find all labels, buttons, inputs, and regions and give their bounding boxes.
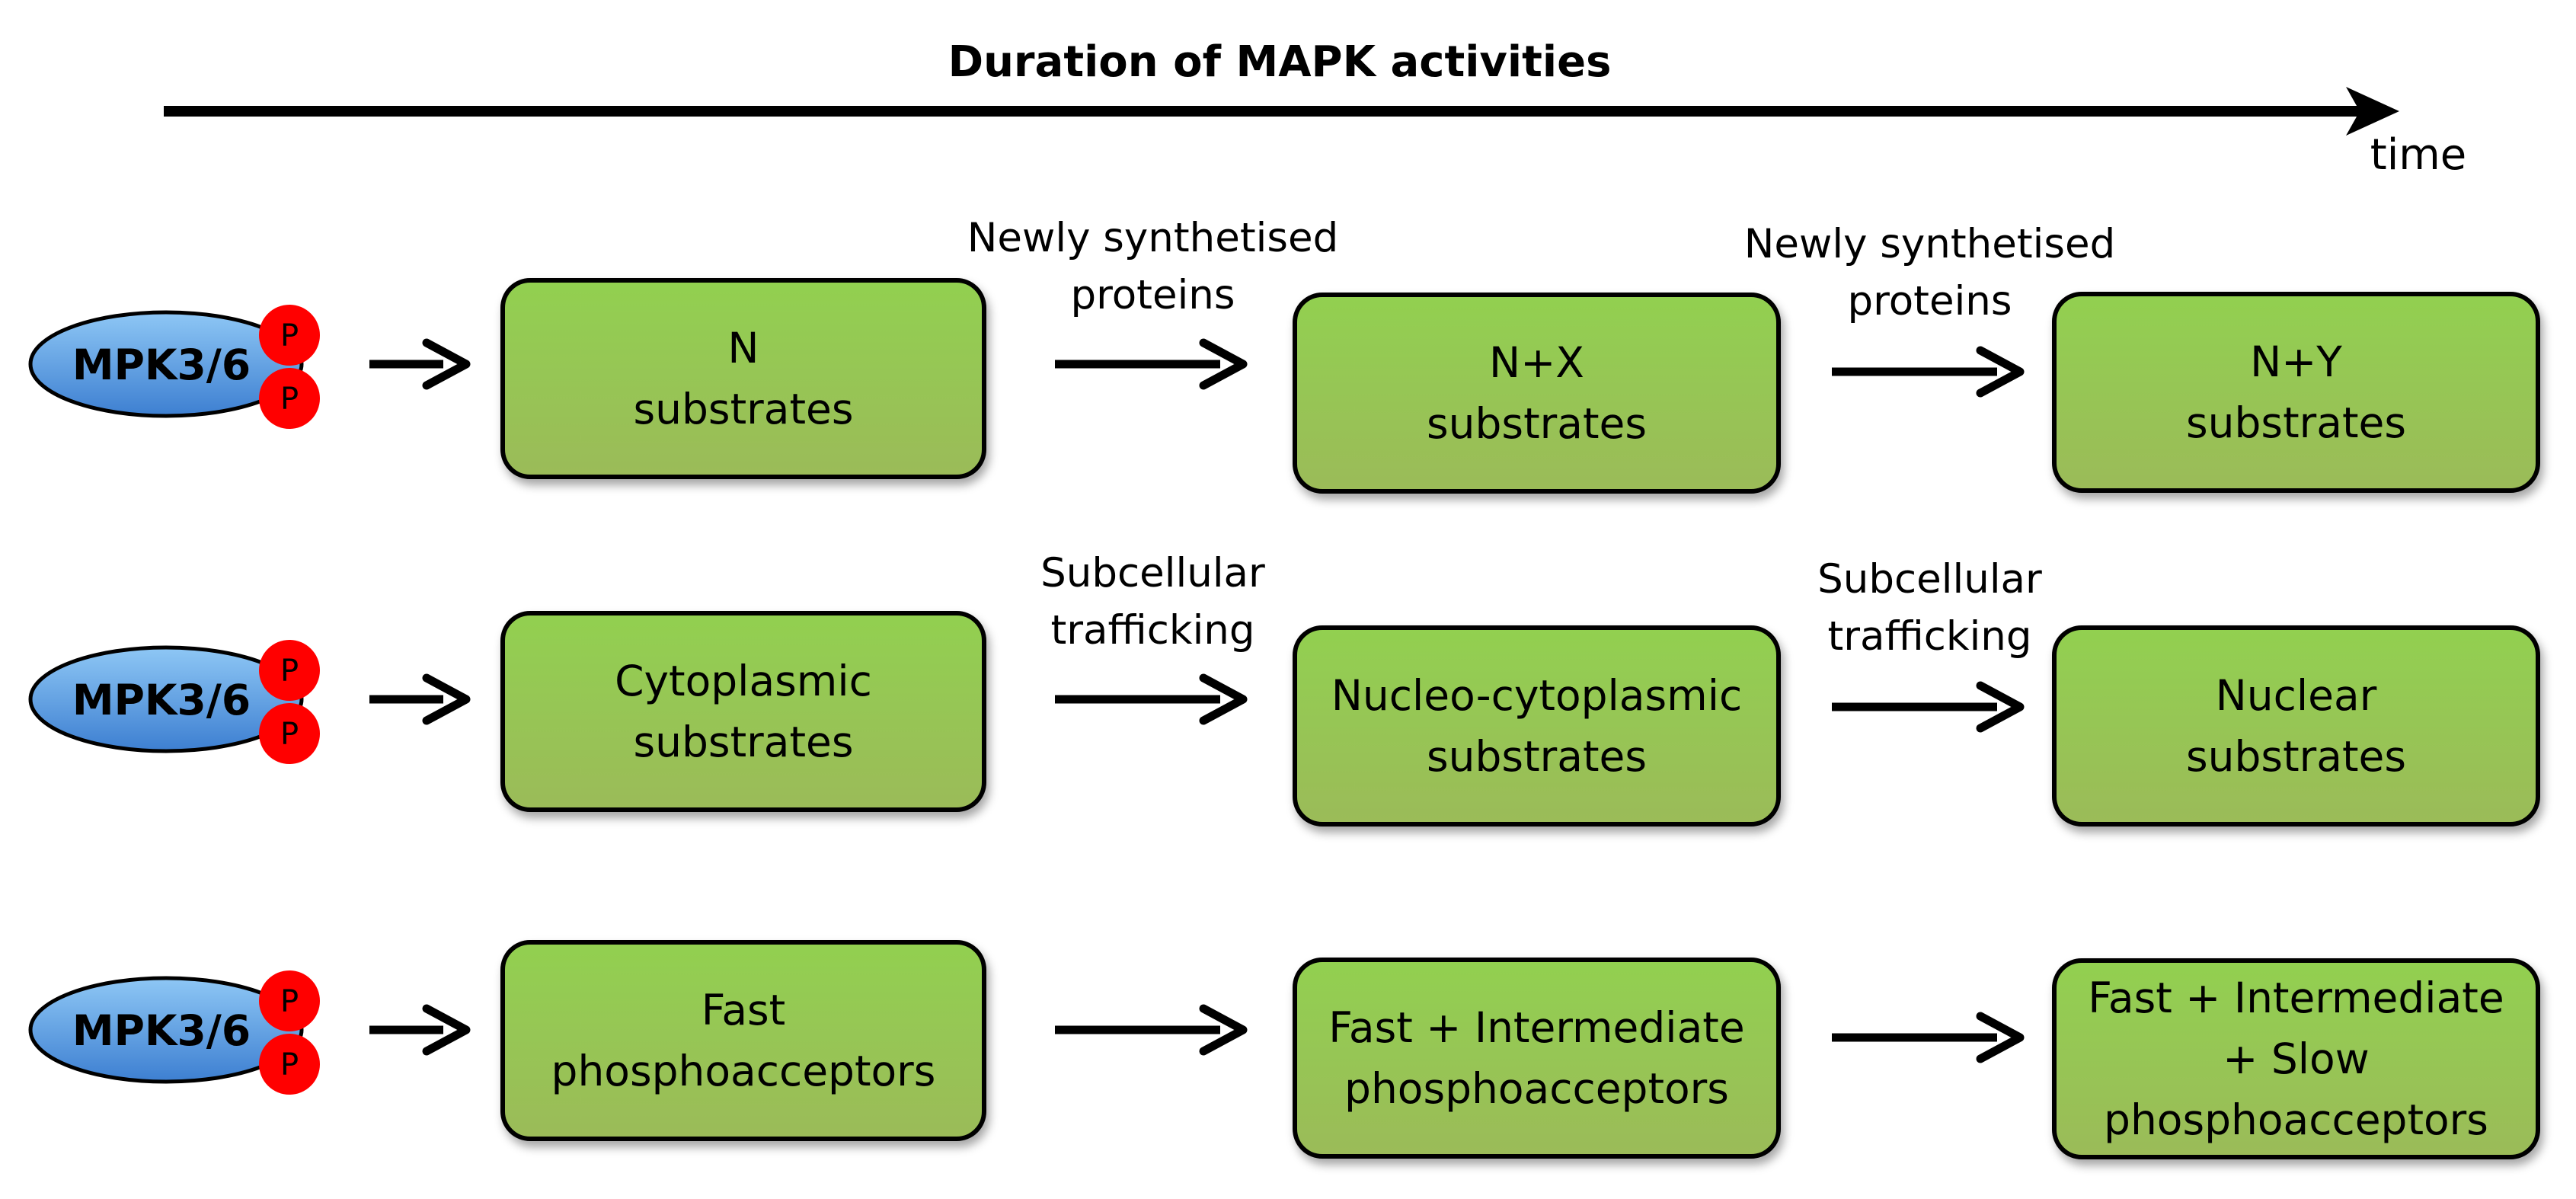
transition — [1055, 1004, 1248, 1056]
phosphate-label: P — [280, 382, 299, 417]
substrate-box-text: Fast + Intermediate — [2088, 974, 2504, 1022]
transition-label: proteins — [1847, 278, 2012, 325]
substrate-box-text: Cytoplasmic — [615, 657, 872, 705]
time-label: time — [2370, 130, 2467, 180]
substrate-box-text: N — [727, 324, 759, 372]
substrate-box-rect — [1293, 958, 1781, 1159]
substrate-box-text: substrates — [633, 385, 853, 433]
substrate-box: N+X substrates — [1293, 293, 1781, 494]
substrate-box-text: substrates — [2186, 398, 2406, 447]
kinase-mpk3-6: MPK3/6PP — [28, 970, 320, 1095]
substrate-box-rect — [500, 278, 986, 479]
kinase-ellipse — [28, 310, 304, 418]
kinase-to-box-arrow-head — [422, 1004, 471, 1056]
substrate-box-text: substrates — [1427, 732, 1647, 781]
transition-arrow-head — [1976, 681, 2025, 733]
substrate-box-text: Nuclear — [2216, 671, 2377, 720]
substrate-box-rect — [1293, 625, 1781, 827]
kinase-ellipse — [28, 976, 304, 1084]
transition: Subcellular trafficking — [1817, 556, 2042, 733]
diagram-title: Duration of MAPK activities — [948, 37, 1612, 87]
transition: Newly synthetised proteins — [1744, 221, 2115, 398]
time-axis: Duration of MAPK activities time — [164, 37, 2466, 180]
transition-label: Newly synthetised — [1744, 221, 2115, 267]
kinase-label: MPK3/6 — [72, 341, 251, 389]
substrate-box: N+Y substrates — [2052, 292, 2540, 493]
kinase-label: MPK3/6 — [72, 676, 251, 724]
substrate-box: Cytoplasmic substrates — [500, 611, 986, 812]
substrate-box-text: substrates — [1427, 399, 1647, 448]
transition-label: Subcellular — [1040, 550, 1265, 596]
substrate-box-rect — [2052, 625, 2540, 827]
substrate-box-rect — [500, 940, 986, 1141]
phosphate-label: P — [280, 984, 299, 1019]
kinase-mpk3-6: MPK3/6PP — [28, 640, 320, 764]
phosphate-circle — [259, 305, 320, 366]
phosphate-circle — [259, 703, 320, 764]
kinase-mpk3-6: MPK3/6PP — [28, 305, 320, 429]
substrate-box-text: Fast — [702, 986, 786, 1034]
substrate-box-rect — [2052, 292, 2540, 493]
substrate-box: Fast phosphoacceptors — [500, 940, 986, 1141]
substrate-box: Fast + Intermediate phosphoacceptors — [1293, 958, 1781, 1159]
substrate-box-text: Fast + Intermediate — [1328, 1003, 1744, 1052]
substrate-box-text: substrates — [2186, 732, 2406, 781]
transition-arrow-head — [1976, 346, 2025, 398]
phosphate-circle — [259, 970, 320, 1031]
phosphate-label: P — [280, 717, 299, 752]
transition-arrow-head — [1976, 1012, 2025, 1063]
phosphate-circle — [259, 368, 320, 429]
substrate-box: Nucleo-cytoplasmic substrates — [1293, 625, 1781, 827]
substrate-box-rect — [1293, 293, 1781, 494]
substrate-box-text: N+Y — [2250, 337, 2342, 386]
transition-arrow-head — [1199, 673, 1248, 725]
substrate-box-text: N+X — [1489, 338, 1584, 387]
transition-label: trafficking — [1827, 613, 2031, 660]
phosphate-label: P — [280, 654, 299, 689]
kinase-to-box-arrow-head — [422, 338, 471, 390]
substrate-box-rect — [2052, 958, 2540, 1159]
substrate-box: Nuclear substrates — [2052, 625, 2540, 827]
pathway-row: MPK3/6PPCytoplasmicsubstratesNucleo-cyto… — [28, 550, 2540, 827]
transition-label: Subcellular — [1817, 556, 2042, 603]
phosphate-circle — [259, 1034, 320, 1095]
transition-arrow-head — [1199, 1004, 1248, 1056]
kinase-ellipse — [28, 645, 304, 753]
pathway-rows: MPK3/6PPNsubstratesN+XsubstratesN+Ysubst… — [28, 215, 2540, 1159]
phosphate-label: P — [280, 318, 299, 353]
substrate-box-text: Nucleo-cytoplasmic — [1331, 671, 1743, 720]
transition-label: Newly synthetised — [967, 215, 1338, 261]
pathway-row: MPK3/6PPNsubstratesN+XsubstratesN+Ysubst… — [28, 215, 2540, 494]
substrate-box-text: substrates — [633, 718, 853, 766]
substrate-box-text: phosphoacceptors — [551, 1047, 936, 1095]
transition: Subcellular trafficking — [1040, 550, 1265, 725]
transition: Newly synthetised proteins — [967, 215, 1338, 390]
transition-label: proteins — [1070, 272, 1235, 318]
substrate-box: Fast + Intermediate + Slow phosphoacceptor… — [2052, 958, 2540, 1159]
substrate-box-text: + Slow — [2223, 1034, 2369, 1083]
kinase-label: MPK3/6 — [72, 1006, 251, 1055]
substrate-box-text: phosphoacceptors — [2104, 1095, 2488, 1144]
phosphate-label: P — [280, 1047, 299, 1082]
transition-label: trafficking — [1050, 607, 1254, 654]
kinase-to-box-arrow-head — [422, 673, 471, 725]
time-axis-arrowhead — [2346, 87, 2399, 136]
substrate-box-text: phosphoacceptors — [1344, 1064, 1729, 1113]
substrate-box-rect — [500, 611, 986, 812]
transition — [1832, 1012, 2025, 1063]
phosphate-circle — [259, 640, 320, 701]
transition-arrow-head — [1199, 338, 1248, 390]
